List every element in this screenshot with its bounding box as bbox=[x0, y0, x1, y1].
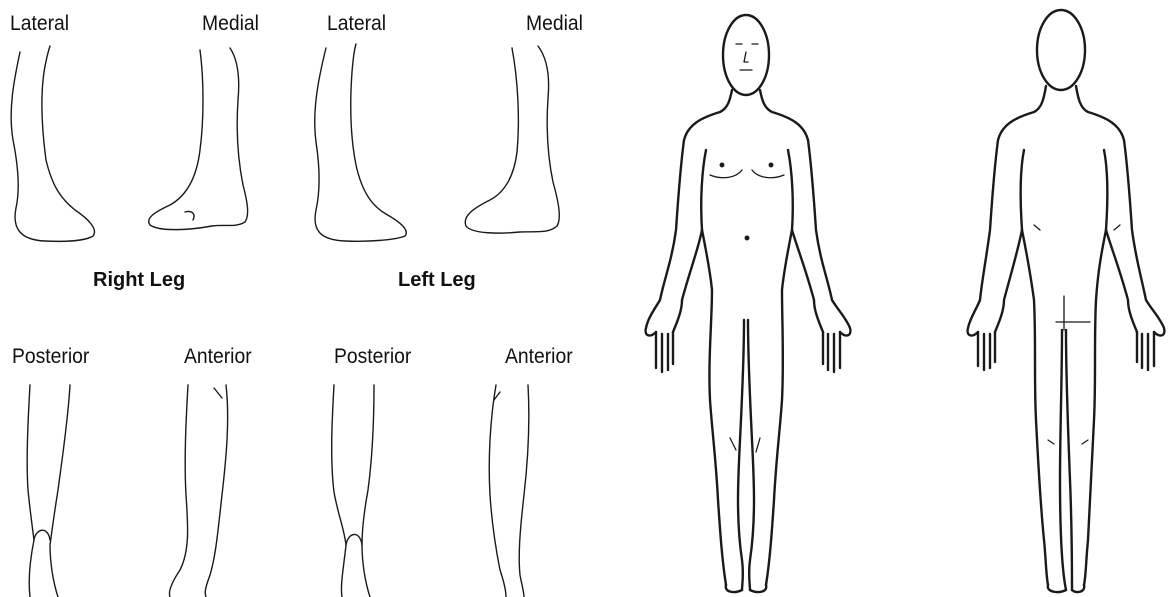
left-leg-lateral-outline bbox=[315, 44, 407, 241]
right-leg-lateral-outline bbox=[11, 46, 94, 241]
body-back-details bbox=[1034, 225, 1120, 444]
body-front-outline bbox=[646, 15, 851, 592]
left-leg-posterior-outline bbox=[332, 385, 374, 597]
body-back-outline bbox=[968, 10, 1165, 592]
right-leg-posterior-outline bbox=[27, 385, 70, 597]
left-leg-medial-outline bbox=[465, 46, 559, 233]
left-leg-anterior-outline bbox=[489, 385, 529, 597]
body-front-details bbox=[710, 44, 784, 452]
right-leg-anterior-outline bbox=[169, 385, 227, 597]
right-leg-medial-outline bbox=[149, 48, 248, 230]
